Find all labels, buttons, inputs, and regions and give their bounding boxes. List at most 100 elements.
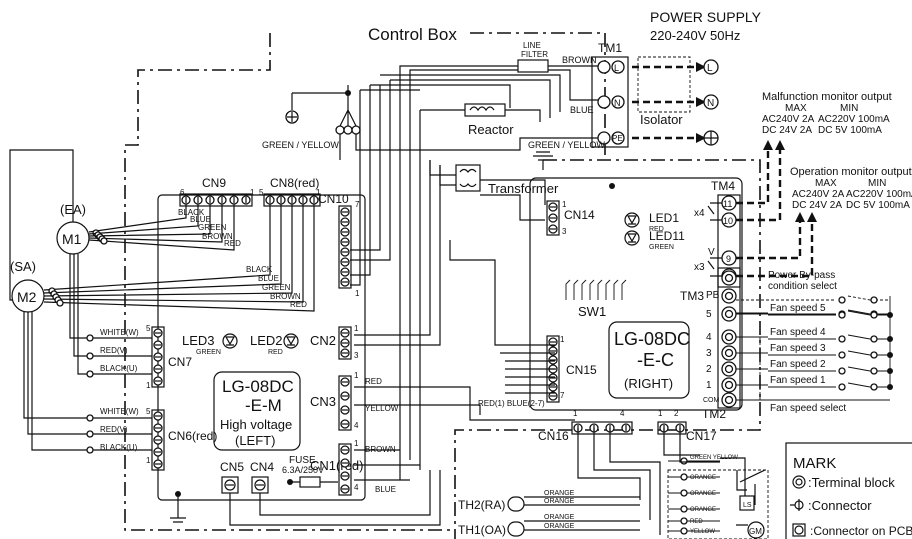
malfunction-ac-min: AC220V 100mA [818, 114, 890, 125]
led2-color: RED [268, 349, 283, 356]
cn8-label: CN8(red) [270, 176, 319, 190]
cn9-label: CN9 [202, 176, 226, 190]
sw1-label: SW1 [578, 304, 606, 319]
m1-wire-1 [88, 204, 199, 235]
m1-wire-label-3: BROWN [202, 232, 233, 241]
cn10-housing [338, 205, 352, 289]
bypass-contact-b-0 [870, 296, 878, 304]
cn1-pin-4: 4 [354, 483, 359, 492]
cn7-pin-5: 5 [146, 324, 151, 333]
cn3-label: CN3 [310, 394, 336, 409]
fan-speed-wire-0 [736, 310, 890, 316]
m2-connector-4 [56, 299, 64, 307]
right-board-node [609, 183, 615, 189]
fuse-rating: 6.3A/250V [282, 465, 324, 475]
fan-speed-wire-2 [736, 350, 890, 356]
fan-speed-contact-b-0 [870, 311, 878, 319]
m2-wire-label-4: RED [290, 300, 307, 309]
tm3-2-label: 2 [706, 364, 712, 375]
tm4-block [717, 194, 741, 288]
damper-orange-3: ORANGE [690, 507, 716, 513]
tm1-gy-label: GREEN / YELLOW [528, 140, 605, 150]
cn15-pin-1: 1 [560, 335, 565, 344]
cn6-conn-2 [86, 446, 94, 454]
left-board-label-box [213, 371, 301, 451]
cn6-pin-5: 5 [146, 407, 151, 416]
damper-connectors [668, 457, 720, 535]
tm1-n-label: N [614, 98, 621, 108]
tm1-l-screw [597, 60, 611, 74]
monitor-arrows [763, 140, 817, 222]
bypass-contact-a-0 [838, 296, 846, 304]
tm4-9-label: 9 [726, 254, 731, 264]
tm2-label: TM2 [702, 407, 726, 421]
cn1-pin-1: 1 [354, 439, 359, 448]
left-board-suffix: -E-M [245, 396, 282, 415]
malfunction-max: MAX [785, 103, 807, 114]
damper-connector-0 [680, 457, 688, 465]
cn3-connector [338, 375, 352, 431]
tm1-n-terminal [611, 95, 625, 109]
damper-orange-1: ORANGE [690, 475, 716, 481]
cn5-label: CN5 [220, 460, 244, 474]
tm3-terminal-inner-4 [724, 348, 734, 358]
tm3-block [717, 267, 741, 409]
cn7-wire-0 [69, 254, 152, 339]
m1-wire-label-4: RED [224, 239, 241, 248]
cn14-label: CN14 [564, 208, 595, 222]
tm1-blue-label: BLUE [570, 105, 594, 115]
damper-connector-4 [680, 517, 688, 525]
m1-wire-label-1: BLUE [190, 215, 211, 224]
cn6-wire-1 [27, 312, 152, 435]
cn8-pin-5: 5 [259, 188, 264, 197]
mark-title: MARK [793, 455, 836, 472]
right-board-model: LG-08DC [614, 329, 690, 349]
led1-label: LED1 [649, 211, 679, 225]
cn7-conn-1 [86, 352, 94, 360]
damper-red: RED [690, 519, 703, 525]
led2-icon [283, 333, 299, 349]
left-board-model: LG-08DC [222, 377, 294, 396]
damper-connector-1 [680, 473, 688, 481]
line-filter-box [517, 59, 549, 73]
operation-ac-min: AC220V 100mA [846, 189, 912, 200]
led3-label: LED3 [182, 333, 215, 348]
line-filter-label-2: FILTER [521, 50, 548, 59]
cn10-connector [338, 205, 352, 289]
th1-sensor [507, 521, 525, 537]
cn14-pin-1: 1 [562, 200, 567, 209]
tm3-terminal-inner-0 [724, 273, 734, 283]
cn9-connector [179, 193, 253, 207]
cn17-pin-2: 2 [674, 409, 679, 418]
motor-m2-label: M2 [17, 289, 37, 305]
cn6-conn-1 [86, 430, 94, 438]
fan-speed-contact-a-3 [838, 367, 846, 375]
led1-color: RED [649, 226, 664, 233]
tm3-5-label: 5 [706, 309, 712, 320]
cn3-pin-1: 1 [354, 371, 359, 380]
m1-connector-4 [100, 237, 108, 245]
cn6-wire-0 [23, 312, 152, 419]
led2-label: LED2 [250, 333, 283, 348]
cn9-housing [179, 193, 253, 207]
mark-pcb: :Connector on PCB [810, 524, 912, 538]
gy-connector-2 [343, 125, 353, 135]
th2-sensor [507, 496, 525, 512]
led11-label: LED11 [649, 229, 685, 243]
tm3-label: TM3 [680, 289, 704, 303]
led11-icon [624, 230, 640, 246]
tm4-11-label: 11 [723, 199, 732, 209]
power-supply-spec: 220-240V 50Hz [650, 28, 740, 43]
sw1-switch-2 [573, 279, 579, 300]
right-board-side: (RIGHT) [624, 376, 673, 391]
fan-speed-wire-4 [736, 382, 890, 388]
tm3-1-label: 1 [706, 380, 712, 391]
damper-gy-label: GREEN YELLOW [690, 455, 738, 461]
tm1-label: TM1 [598, 41, 622, 55]
sensor-label-1: ORANGE [544, 498, 575, 505]
bypass-label-1: Power By-pass [768, 270, 835, 281]
malfunction-ac-max: AC240V 2A [762, 114, 815, 125]
damper-block [667, 469, 769, 539]
